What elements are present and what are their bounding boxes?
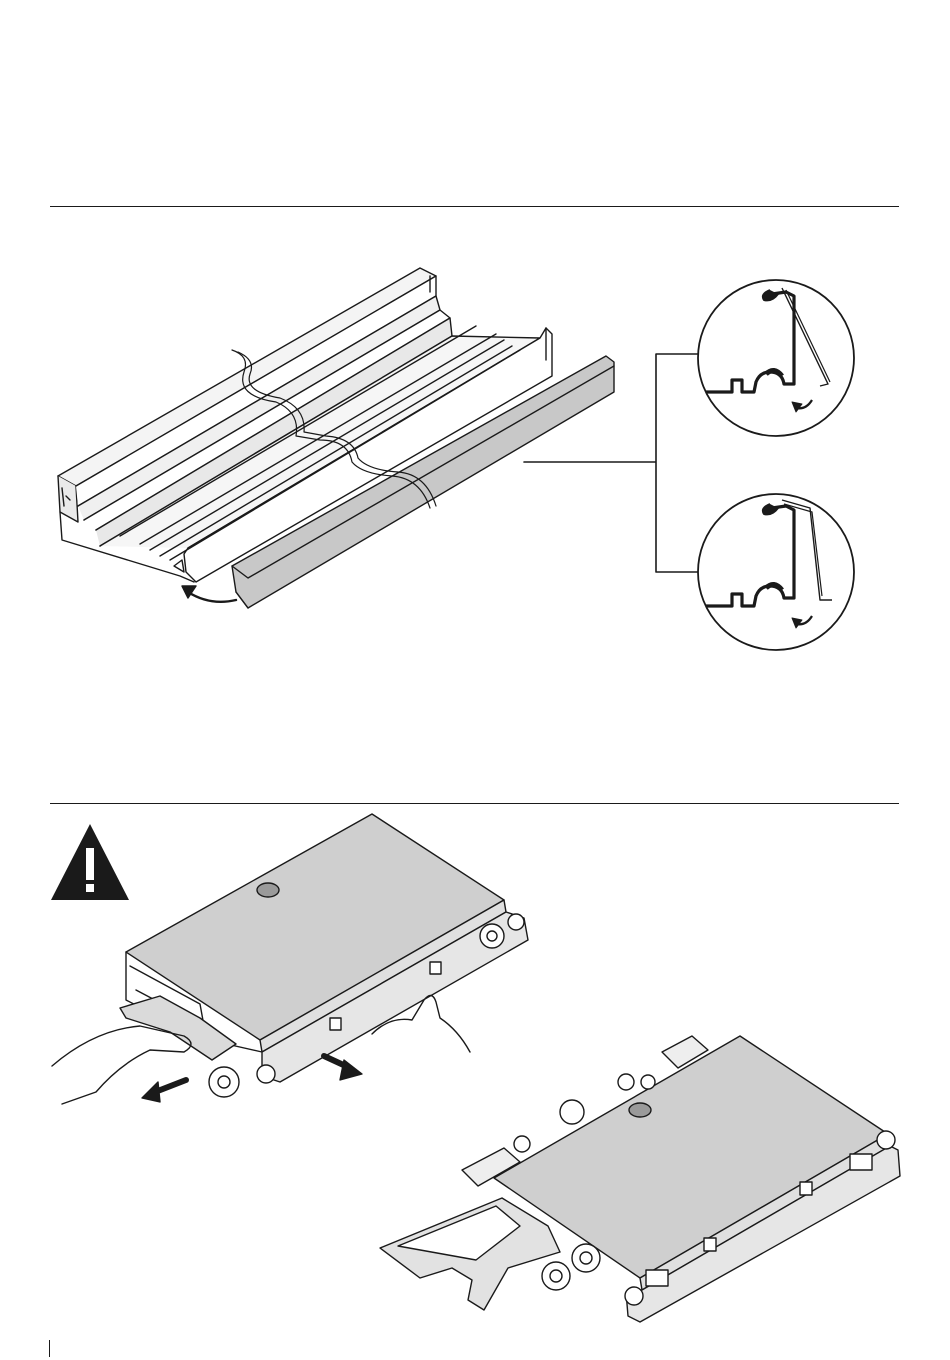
carriage-upper <box>52 814 528 1104</box>
page-margin-mark <box>49 1340 50 1357</box>
warning-triangle-icon <box>51 824 129 900</box>
carriage-lower <box>380 1036 900 1322</box>
